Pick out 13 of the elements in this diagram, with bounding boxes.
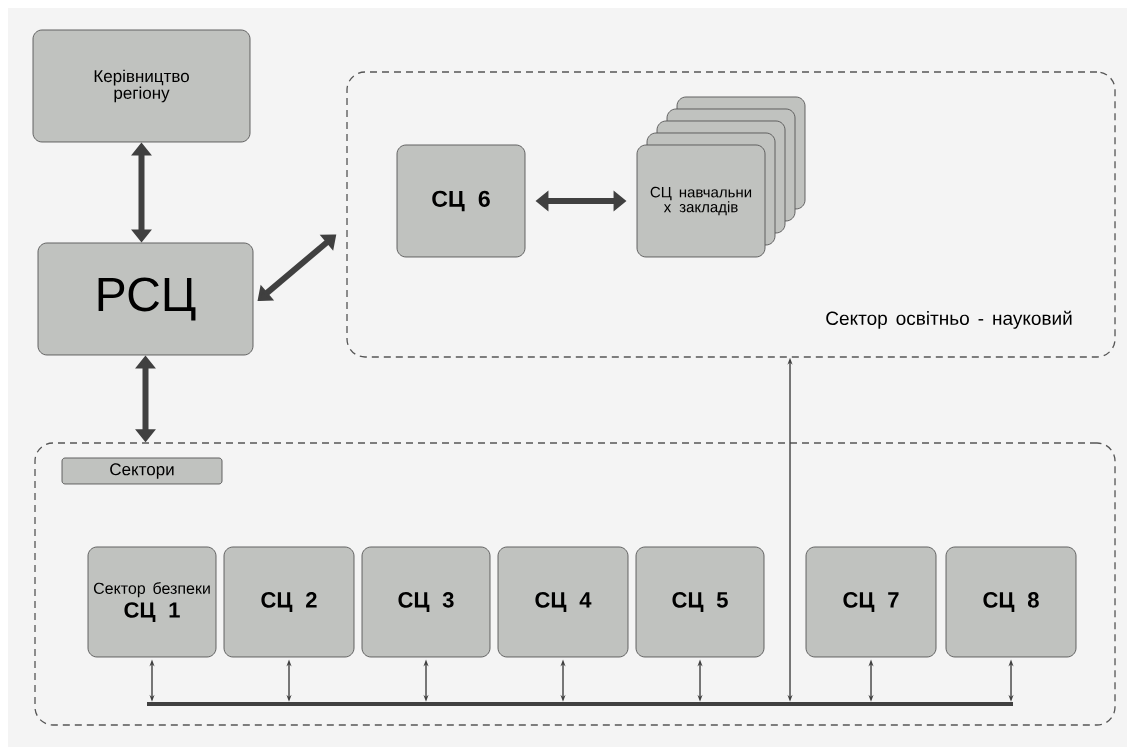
process-box: СЦ 3	[361, 546, 491, 658]
process-box: СЦ 4	[497, 546, 629, 658]
process-box: СЦ 5	[635, 546, 765, 658]
dashed-group-box	[34, 442, 1116, 726]
stacked-box: СЦ навчальни х закладів	[636, 96, 806, 258]
process-box: Сектор безпеки СЦ 1	[87, 546, 217, 658]
process-box: СЦ 6	[396, 144, 526, 258]
process-box: СЦ 8	[945, 546, 1077, 658]
label-box: Сектори	[61, 457, 223, 485]
process-box: Керівництво регіону	[32, 29, 251, 143]
process-box: РСЦ	[37, 242, 254, 356]
process-box: СЦ 7	[805, 546, 937, 658]
process-box: СЦ 2	[223, 546, 355, 658]
